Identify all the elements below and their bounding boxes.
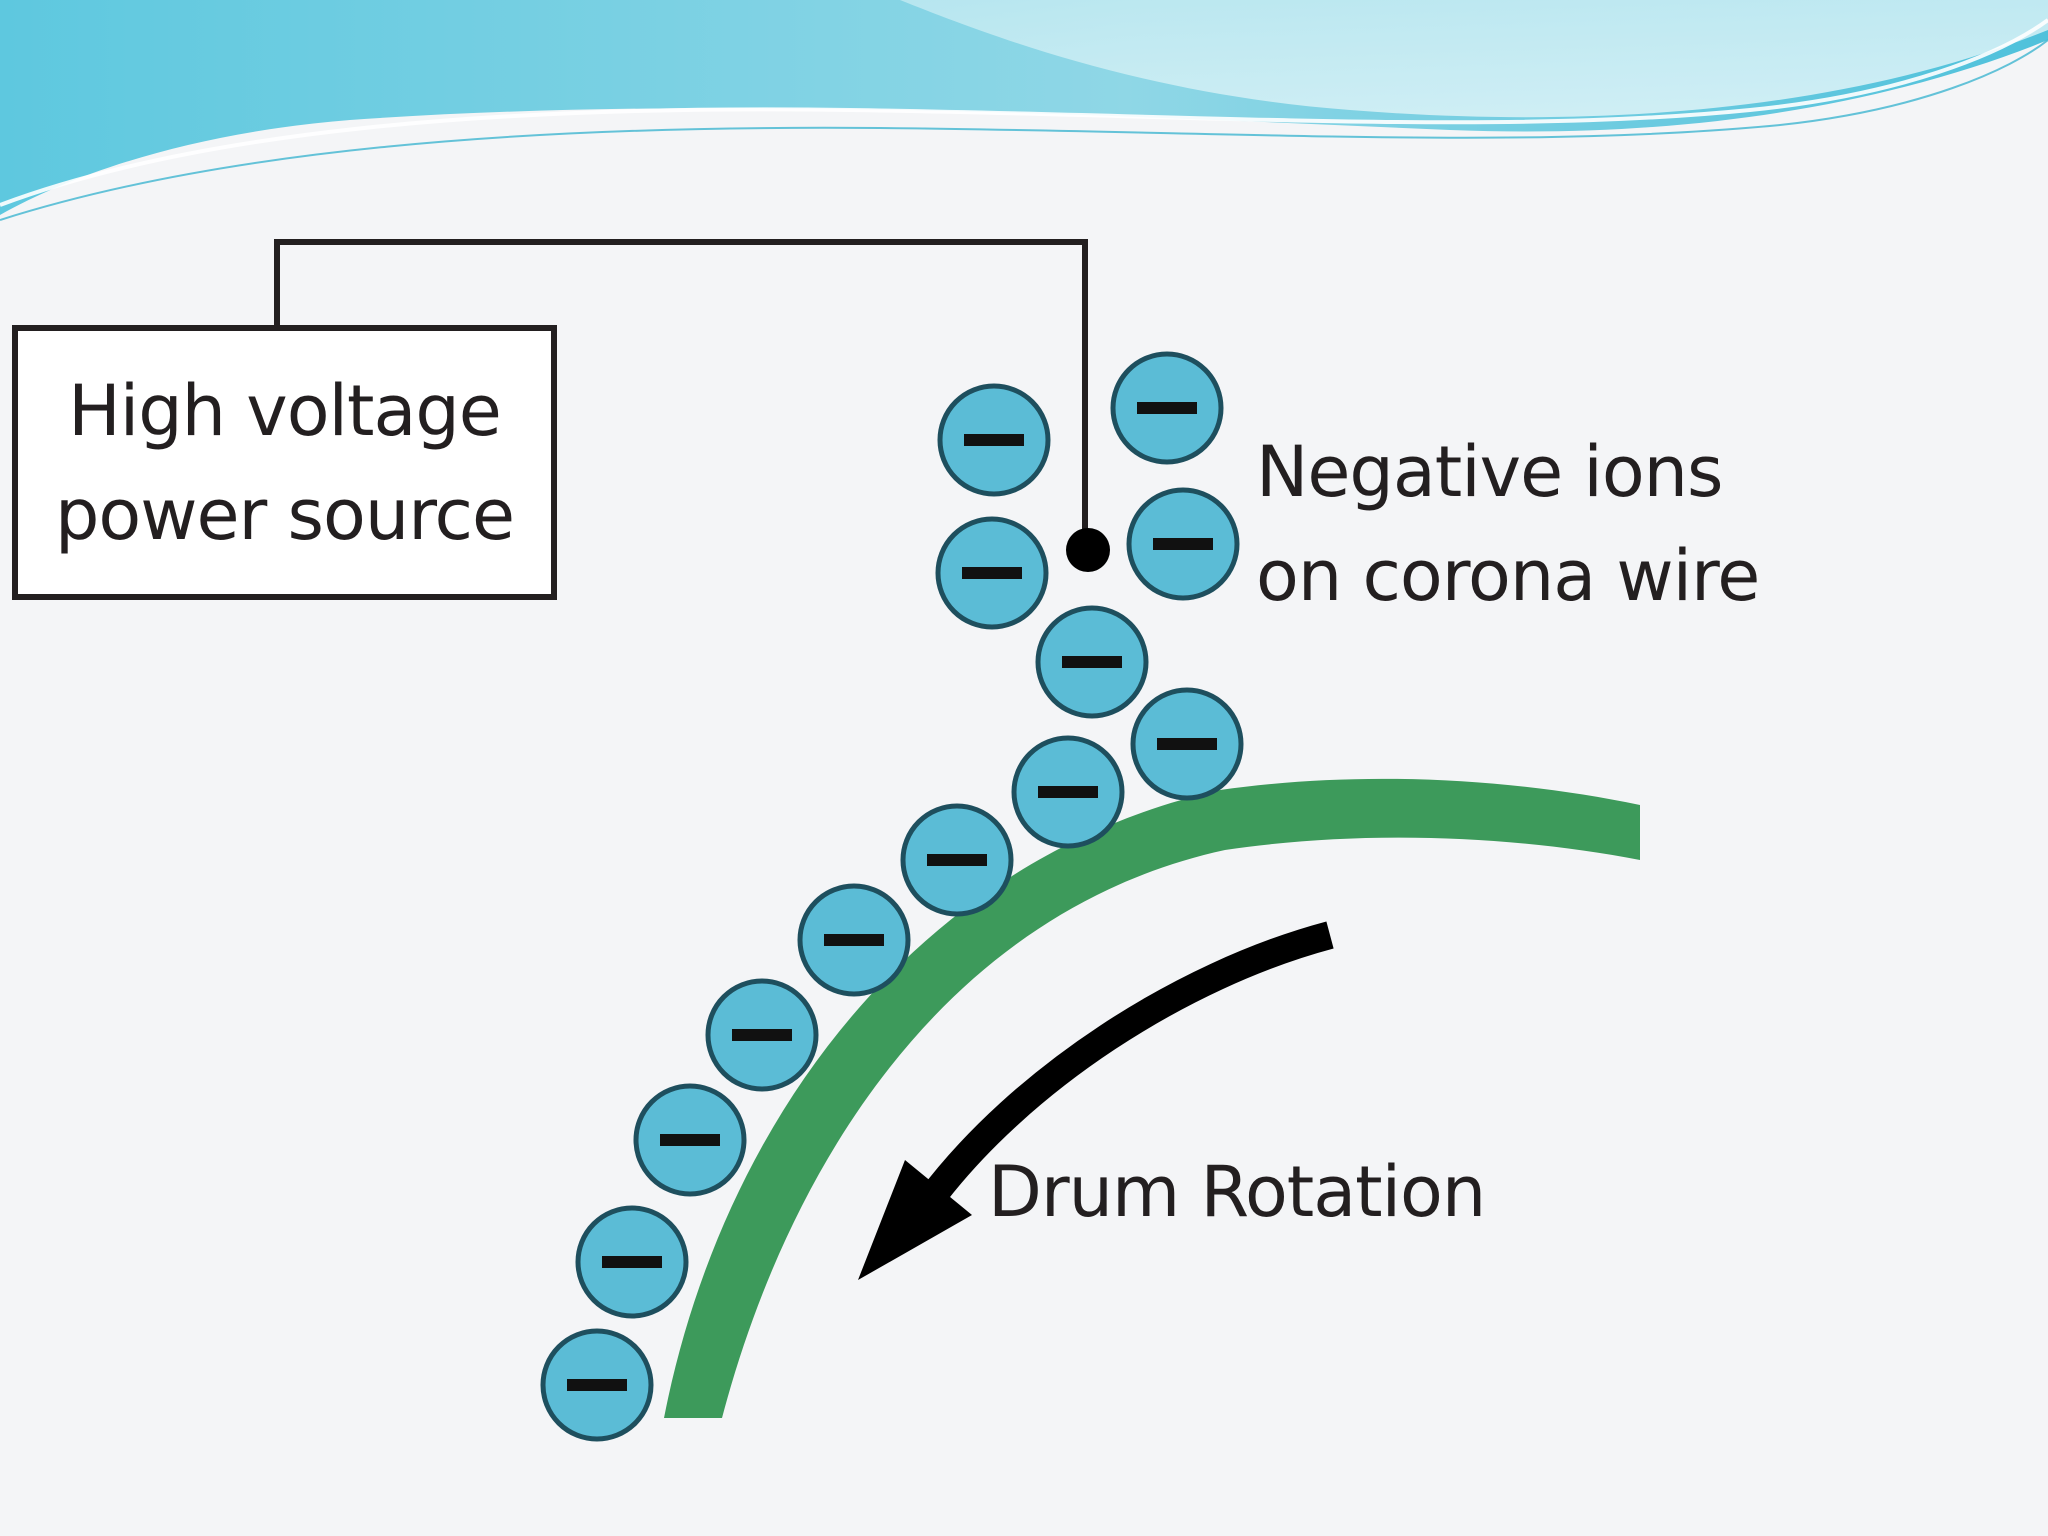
ion-group [540,351,1244,1442]
minus-sign-icon [1062,656,1122,668]
minus-sign-icon [567,1379,627,1391]
minus-sign-icon [1038,786,1098,798]
minus-sign-icon [1157,738,1217,750]
minus-sign-icon [964,434,1024,446]
power-source-label-line2: power source [54,473,515,556]
ions-label-line1: Negative ions [1256,431,1724,513]
minus-sign-icon [927,854,987,866]
minus-sign-icon [660,1134,720,1146]
power-source-label-line1: High voltage [68,369,502,452]
ions-label: Negative ions on corona wire [1256,420,1760,628]
minus-sign-icon [824,934,884,946]
rotation-arrow [858,921,1334,1280]
minus-sign-icon [602,1256,662,1268]
header-wave [0,0,2048,221]
corona-wire-dot [1066,528,1110,572]
minus-sign-icon [1137,402,1197,414]
drum-rotation-label: Drum Rotation [988,1151,1486,1233]
connection-wire [274,239,1088,545]
power-source-box: High voltage power source [12,325,557,600]
ions-label-line2: on corona wire [1256,535,1760,617]
drum [664,778,1640,1418]
minus-sign-icon [1153,538,1213,550]
minus-sign-icon [732,1029,792,1041]
minus-sign-icon [962,567,1022,579]
